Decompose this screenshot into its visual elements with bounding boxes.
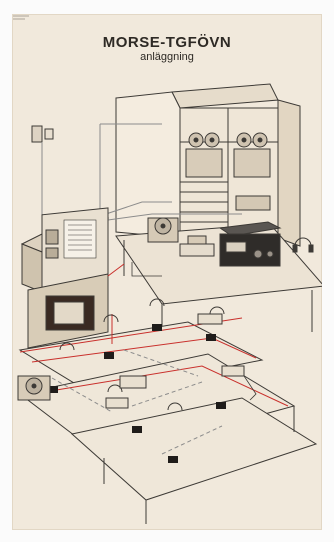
morse-key-icon (152, 324, 162, 331)
control-console (22, 208, 108, 348)
tape-deck-icon (18, 376, 50, 400)
wall-speaker-icon (32, 126, 53, 219)
corner-stamp (12, 14, 30, 22)
morse-key-icon (206, 334, 216, 341)
morse-key-icon (132, 426, 142, 433)
tape-deck-icon (148, 218, 178, 242)
cabinet-unit (236, 196, 270, 210)
poster: MORSE-TGFÖVN anläggning (12, 14, 322, 530)
morse-key-icon (168, 456, 178, 463)
morse-key-icon (216, 402, 226, 409)
radio-receiver-icon (220, 222, 280, 266)
installation-illustration (12, 14, 322, 530)
student-tables (20, 322, 316, 524)
morse-key-icon (104, 352, 114, 359)
